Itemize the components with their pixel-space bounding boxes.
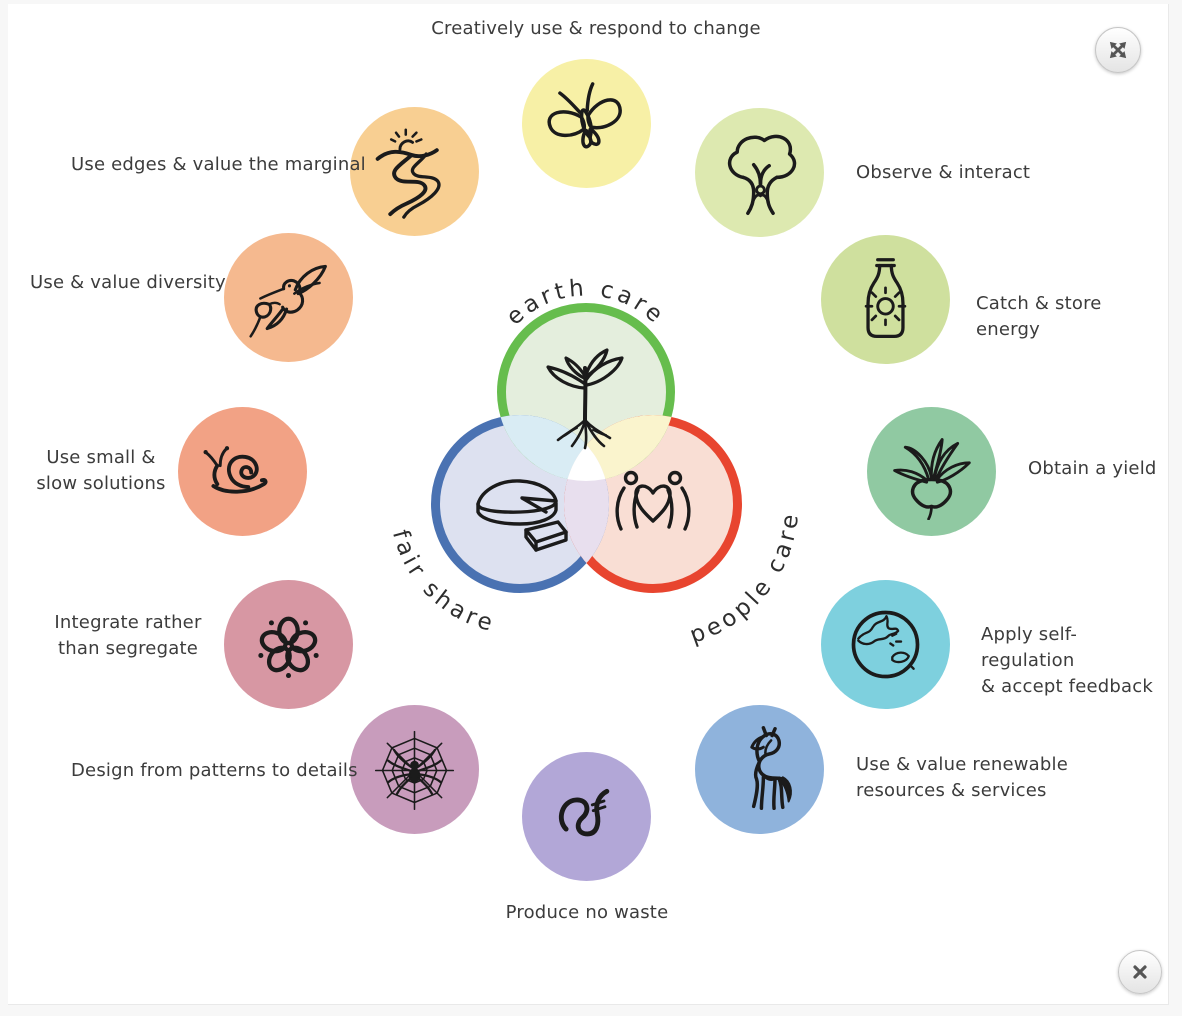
horse-icon <box>750 726 792 811</box>
principle-bubble-spiderweb <box>350 705 479 834</box>
principle-bubble-river <box>350 107 479 236</box>
principle-bubble-horse <box>695 705 824 834</box>
principle-bubble-snail <box>178 407 307 536</box>
river-sun-icon <box>375 128 441 219</box>
bottle-sun-icon <box>864 258 907 339</box>
worm-icon <box>558 788 610 837</box>
flower-ring-icon <box>258 616 319 679</box>
principle-bubble-earth <box>821 580 950 709</box>
earth-globe-icon <box>851 610 920 679</box>
beetroot-icon <box>893 438 971 520</box>
principle-bubble-tree <box>695 108 824 237</box>
seedling-icon <box>546 348 624 450</box>
hummingbird-icon <box>249 264 327 338</box>
principle-label: Creatively use & respond to change <box>431 18 761 39</box>
expand-arrows-icon <box>1109 41 1127 59</box>
principle-label: Obtain a yield <box>1028 458 1157 479</box>
close-button[interactable] <box>1118 950 1162 994</box>
snail-icon <box>203 446 268 494</box>
diagram-panel: earth care fair share people care <box>8 4 1169 1005</box>
spider-web-icon <box>374 730 455 811</box>
principle-label: Use edges & value the marginal <box>71 154 366 175</box>
principle-label: Use & value renewable resources & servic… <box>856 754 1069 801</box>
principle-bubble-beetroot <box>867 407 996 536</box>
principle-label: Design from patterns to details <box>71 760 358 781</box>
principle-bubble-worm <box>522 752 651 881</box>
principle-label: Observe & interact <box>856 162 1031 183</box>
expand-button[interactable] <box>1095 27 1141 73</box>
ethics-venn-diagram: earth care fair share people care <box>387 275 800 649</box>
principle-bubble-bottle <box>821 235 950 364</box>
principle-bubble-butterfly <box>522 59 651 188</box>
principle-label: Integrate rather than segregate <box>54 612 202 659</box>
people-icon <box>615 470 691 531</box>
principle-label: Produce no waste <box>505 902 669 923</box>
butterfly-icon <box>547 82 622 149</box>
principle-label: Use small & slow solutions <box>36 447 166 494</box>
principle-bubble-hummingbird <box>224 233 353 362</box>
principle-bubble-flower-ring <box>224 580 353 709</box>
pie-slice-icon <box>476 479 568 552</box>
principle-label: Use & value diversity <box>30 272 226 293</box>
tree-icon <box>727 134 797 215</box>
principle-label: Catch & store energy <box>976 293 1102 340</box>
close-icon <box>1133 965 1147 979</box>
principle-label: Apply self-regulation & accept feedback <box>981 624 1153 697</box>
